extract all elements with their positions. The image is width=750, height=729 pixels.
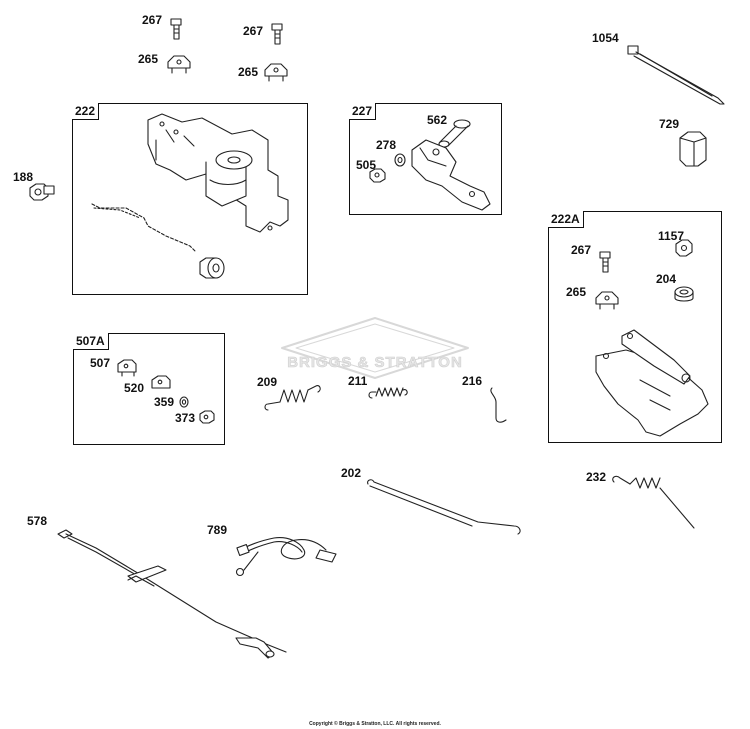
bolt-267-top-left [170,18,182,40]
group-box-222a [548,211,722,443]
part-label-578: 578 [27,514,48,528]
nut-505 [369,168,386,183]
part-label-359: 359 [154,395,175,409]
clip-265-top-left [167,55,191,74]
group-label-507a: 507A [73,333,109,350]
group-label-227: 227 [349,103,377,120]
part-label-265-222a: 265 [566,285,587,299]
part-label-267-top-left: 267 [142,13,163,27]
bolt-267-top-right [271,23,283,45]
part-label-211: 211 [348,374,368,388]
group-box-227 [349,103,502,215]
bolt-267-222a [599,251,611,273]
part-label-1054: 1054 [592,31,619,45]
knob-222 [199,257,225,279]
o-ring-359 [179,396,189,408]
part-label-1157: 1157 [658,229,685,243]
group-label-222a: 222A [548,211,584,228]
washer-278 [394,153,406,167]
control-bracket-222 [91,113,289,253]
cable-tie-1054 [627,45,725,105]
nut-373 [199,410,215,424]
link-rod-202 [367,479,521,535]
part-label-265-top-left: 265 [138,52,159,66]
part-label-729: 729 [659,117,680,131]
part-label-265-top-right: 265 [238,65,259,79]
copyright-notice: Copyright © Briggs & Stratton, LLC. All … [309,721,441,727]
clip-265-222a [595,291,619,310]
part-label-216: 216 [462,374,483,388]
group-label-222: 222 [72,103,100,120]
part-label-209: 209 [257,375,278,389]
part-label-278: 278 [376,138,397,152]
group-box-507a [73,333,225,445]
part-label-505: 505 [356,158,377,172]
pin-562 [438,119,471,148]
group-box-222 [72,103,308,295]
part-label-373: 373 [175,411,196,425]
clamp-520 [151,375,171,389]
block-729 [679,131,707,167]
part-label-202: 202 [341,466,362,480]
part-label-204: 204 [656,272,677,286]
control-plate-222a [595,329,709,437]
brand-watermark-logo [281,317,469,379]
brand-watermark-text: BRIGGS & STRATTON [287,354,463,372]
part-label-507: 507 [90,356,111,370]
spring-209 [264,385,321,411]
bolt-188 [29,183,55,201]
part-label-789: 789 [207,523,228,537]
bushing-204 [674,286,694,302]
part-label-267-222a: 267 [571,243,592,257]
wire-harness-789 [235,537,337,577]
clip-265-top-right [264,63,288,82]
nut-1157 [675,239,693,257]
part-label-267-top-right: 267 [243,24,264,38]
rod-216 [490,387,507,423]
lever-bracket-227 [411,139,491,211]
part-label-520: 520 [124,381,145,395]
extension-spring-232 [612,475,695,529]
part-label-188: 188 [13,170,34,184]
clip-507 [117,359,137,377]
part-label-562: 562 [427,113,448,127]
spring-211 [368,387,408,399]
part-label-232: 232 [586,470,607,484]
throttle-cable-578 [57,529,287,659]
